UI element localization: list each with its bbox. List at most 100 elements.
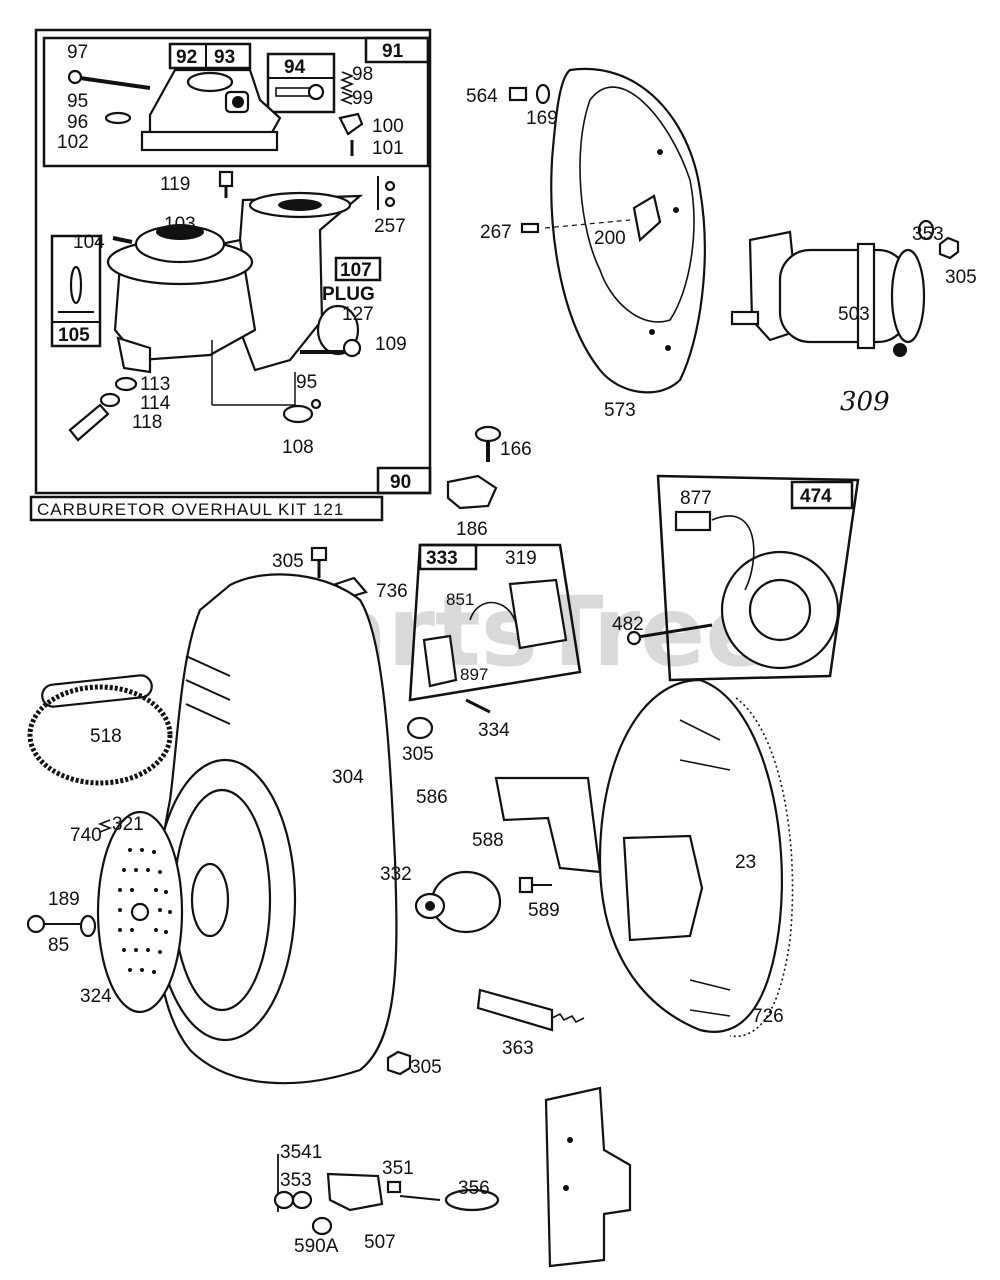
- callout-564: 564: [466, 86, 498, 107]
- box-91-frame: [42, 36, 430, 168]
- callout-736: 736: [376, 581, 408, 602]
- mounting-plate: [544, 1086, 632, 1268]
- callout-482: 482: [612, 614, 644, 635]
- gasket-102: [140, 130, 279, 152]
- callout-726: 726: [752, 1006, 784, 1027]
- callout-95b: 95: [296, 372, 317, 393]
- callout-334: 334: [478, 720, 510, 741]
- callout-166: 166: [500, 439, 532, 460]
- box-94-frame: [266, 52, 336, 114]
- callout-324: 324: [80, 986, 112, 1007]
- box-333-tag: [418, 543, 478, 571]
- box-90-frame: [34, 28, 432, 495]
- starter-motor-group: 353 305 503 309: [730, 219, 977, 417]
- ignition-group: 333 319 851 897 334: [408, 543, 582, 741]
- box-333-label: 333: [426, 548, 458, 569]
- callout-363: 363: [502, 1038, 534, 1059]
- flywheel-group: 23 726: [598, 678, 794, 1038]
- box-93-label: 93: [214, 47, 235, 68]
- callout-351: 351: [382, 1158, 414, 1179]
- callout-23: 23: [735, 852, 756, 873]
- callout-101: 101: [372, 138, 404, 159]
- callout-305-starter: 305: [945, 267, 977, 288]
- fuel-fittings: 166 186: [446, 425, 532, 540]
- callout-114: 114: [140, 393, 171, 414]
- callout-104: 104: [73, 232, 105, 253]
- box-90-tag: [376, 466, 432, 495]
- bottom-hardware-group: 3541 353 351 356 590A 507: [273, 1142, 500, 1257]
- callout-573: 573: [604, 400, 636, 421]
- part-363: [476, 988, 554, 1032]
- starter-handle-518: [41, 674, 153, 708]
- callout-109: 109: [375, 334, 407, 355]
- box-94-label: 94: [284, 57, 306, 78]
- box-333-frame: [408, 543, 582, 702]
- box-474-label: 474: [800, 486, 832, 507]
- callout-186: 186: [456, 519, 488, 540]
- callout-118: 118: [132, 412, 162, 433]
- box-92-93-tag: [168, 42, 252, 70]
- callout-95: 95: [67, 91, 88, 112]
- callout-356: 356: [458, 1178, 490, 1199]
- box-90-label: 90: [390, 472, 411, 493]
- baffle-group: 564 169 267 200 573: [466, 67, 706, 421]
- callout-189: 189: [48, 889, 80, 910]
- box-474-tag: [790, 480, 854, 510]
- callout-200: 200: [594, 228, 626, 249]
- callout-103: 103: [164, 214, 196, 235]
- callout-97: 97: [67, 42, 88, 63]
- callout-353: 353: [912, 224, 944, 245]
- box-91-label: 91: [382, 41, 404, 62]
- callout-851: 851: [446, 590, 474, 609]
- baffle-573: [550, 67, 706, 394]
- callout-507: 507: [364, 1232, 396, 1253]
- callout-518: 518: [90, 726, 122, 747]
- bracket-507: [326, 1172, 384, 1212]
- callout-589: 589: [528, 900, 560, 921]
- callout-98: 98: [352, 64, 373, 85]
- alternator-group: 474 877 482: [612, 474, 860, 682]
- handwritten-note: 309: [840, 387, 890, 417]
- kit-banner: CARBURETOR OVERHAUL KIT 121: [37, 500, 344, 519]
- callout-321: 321: [112, 814, 144, 835]
- callout-332: 332: [380, 864, 412, 885]
- callout-169: 169: [526, 108, 558, 129]
- carburetor-group: 91 92 93 94 97 95 96 102 98: [34, 28, 432, 495]
- kit-banner-frame: [29, 495, 384, 522]
- callout-113: 113: [140, 374, 170, 395]
- callout-267: 267: [480, 222, 512, 243]
- callout-877: 877: [680, 488, 712, 509]
- callout-740: 740: [70, 825, 102, 846]
- callout-257: 257: [374, 216, 406, 237]
- box-105-frame: [50, 234, 102, 348]
- blower-housing-group: 304 321 740 189 85 324 518: [26, 573, 398, 1085]
- callout-503: 503: [838, 304, 870, 325]
- callout-590a: 590A: [294, 1236, 339, 1257]
- callout-99: 99: [352, 88, 373, 109]
- plug-label: PLUG: [322, 284, 375, 305]
- box-91-tag: [364, 36, 430, 64]
- starter-motor-503: [778, 248, 910, 344]
- box-105-label: 105: [58, 325, 90, 346]
- callout-119: 119: [160, 174, 190, 195]
- bracket-588: [494, 776, 602, 874]
- callout-586: 586: [416, 787, 448, 808]
- callout-588: 588: [472, 830, 504, 851]
- callout-108: 108: [282, 437, 314, 458]
- callout-319: 319: [505, 548, 537, 569]
- callout-127: 127: [342, 304, 374, 325]
- callout-96: 96: [67, 112, 88, 133]
- callout-305-top: 305: [272, 551, 304, 572]
- callout-102: 102: [57, 132, 89, 153]
- callout-305-bottom: 305: [410, 1057, 442, 1078]
- callout-100: 100: [372, 116, 404, 137]
- box-92-label: 92: [176, 47, 197, 68]
- callout-353-bottom: 353: [280, 1170, 312, 1191]
- callout-304: 304: [332, 767, 364, 788]
- callout-3541: 3541: [280, 1142, 322, 1163]
- box-107-frame: [334, 256, 382, 282]
- box-107-label: 107: [340, 260, 372, 281]
- box-474-frame: [656, 474, 860, 682]
